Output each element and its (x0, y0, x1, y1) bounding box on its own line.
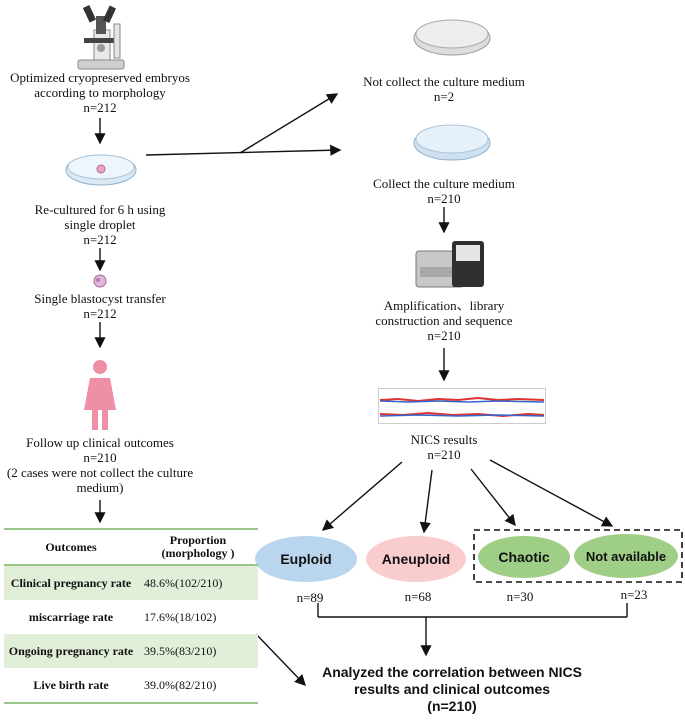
final-line3: (n=210) (427, 698, 477, 714)
not-collect-text: Not collect the culture medium n=2 (344, 74, 544, 104)
table-row: miscarriage rate 17.6%(18/102) (4, 600, 258, 634)
not-collect-n: n=2 (433, 89, 455, 104)
petri-dish-empty-icon (413, 19, 491, 56)
table-header-row: Outcomes Proportion (morphology ) (4, 528, 258, 566)
step3-text: Single blastocyst transfer n=212 (0, 291, 200, 321)
table-cell-value: 48.6%(102/210) (138, 565, 258, 600)
step4-line1: Follow up clinical outcomes (26, 435, 174, 450)
step2-text: Re-cultured for 6 h using single droplet… (0, 202, 200, 247)
category-euploid-label: Euploid (280, 551, 332, 567)
step4-line4: medium) (76, 480, 124, 495)
not-collect-label: Not collect the culture medium (363, 74, 525, 89)
amplification-n: n=210 (427, 328, 461, 343)
blastocyst-icon (93, 274, 107, 288)
table-row: Live birth rate 39.0%(82/210) (4, 668, 258, 704)
microscope-icon (77, 5, 125, 70)
amplification-line1: Amplification、library (383, 298, 505, 313)
category-aneuploid-n: n=68 (404, 589, 432, 604)
table-cell-label: Clinical pregnancy rate (4, 565, 138, 600)
woman-icon (84, 360, 116, 430)
step1-line1: Optimized cryopreserved embryos (10, 70, 190, 85)
dashed-group-box (473, 529, 683, 583)
category-chaotic: Chaotic (478, 536, 570, 578)
collect-n: n=210 (427, 191, 461, 206)
final-line1: Analyzed the correlation between NICS (322, 664, 582, 680)
table-header-proportion: Proportion (morphology ) (138, 528, 258, 566)
amplification-text: Amplification、library construction and s… (344, 298, 544, 343)
petri-dish-medium-icon (413, 124, 491, 161)
nics-label: NICS results (410, 432, 478, 447)
category-not-available: Not available (574, 534, 678, 578)
petri-dish-icon (65, 154, 137, 186)
table-cell-label: miscarriage rate (28, 610, 114, 624)
step2-line2: single droplet (64, 217, 136, 232)
step4-text: Follow up clinical outcomes n=210 (2 cas… (0, 435, 200, 495)
table-cell-value: 17.6%(18/102) (144, 610, 217, 624)
table-header-outcomes: Outcomes (4, 528, 138, 566)
amplification-line2: construction and sequence (375, 313, 513, 328)
step1-n: n=212 (83, 100, 117, 115)
table-cell-label: Ongoing pregnancy rate (4, 634, 138, 668)
category-chaotic-n: n=30 (506, 589, 534, 604)
step1-text: Optimized cryopreserved embryos accordin… (0, 70, 200, 115)
step2-line1: Re-cultured for 6 h using (34, 202, 166, 217)
step2-n: n=212 (83, 232, 117, 247)
category-aneuploid: Aneuploid (366, 536, 466, 582)
table-cell-value: 39.5%(83/210) (138, 634, 258, 668)
step1-line2: according to morphology (34, 85, 166, 100)
final-line2: results and clinical outcomes (353, 681, 551, 697)
step3-line1: Single blastocyst transfer (34, 291, 166, 306)
step3-n: n=212 (83, 306, 117, 321)
nics-text: NICS results n=210 (344, 432, 544, 462)
outcomes-table: Outcomes Proportion (morphology ) Clinic… (4, 528, 258, 704)
category-euploid: Euploid (255, 536, 357, 582)
category-chaotic-label: Chaotic (498, 549, 550, 565)
collect-text: Collect the culture medium n=210 (344, 176, 544, 206)
final-analysis-text: Analyzed the correlation between NICS re… (292, 664, 612, 715)
collect-label: Collect the culture medium (373, 176, 515, 191)
nics-plot-icon (378, 388, 546, 424)
category-not-available-label: Not available (585, 548, 667, 564)
table-cell-label: Live birth rate (4, 668, 138, 704)
sequencer-icon (415, 241, 484, 288)
table-row: Clinical pregnancy rate 48.6%(102/210) (4, 565, 258, 600)
table-row: Ongoing pregnancy rate 39.5%(83/210) (4, 634, 258, 668)
table-cell-value: 39.0%(82/210) (138, 668, 258, 704)
category-aneuploid-label: Aneuploid (381, 551, 451, 567)
nics-n: n=210 (427, 447, 461, 462)
category-euploid-n: n=89 (296, 590, 324, 605)
step4-line3: (2 cases were not collect the culture (6, 465, 194, 480)
category-not-available-n: n=23 (620, 587, 648, 602)
step4-n: n=210 (83, 450, 117, 465)
